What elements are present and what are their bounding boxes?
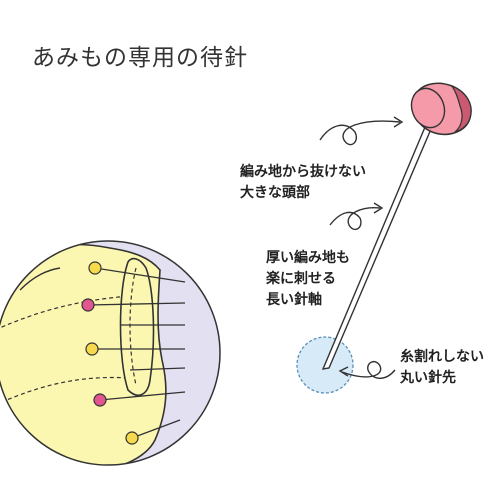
pin-shaft (321, 119, 435, 370)
callout-arrows (319, 116, 404, 379)
callout-head-line: 編み地から抜けない (240, 164, 366, 180)
pin-head (410, 82, 472, 136)
magnified-knitting-view (0, 240, 221, 466)
large-pin (296, 82, 472, 394)
callout-shaft-line: 厚い編み地も (266, 250, 350, 266)
page-title: あみもの専用の待針 (32, 45, 248, 71)
pin-head-pink (93, 393, 107, 407)
callout-shaft-line: 長い針軸 (266, 292, 322, 308)
pin-head-yellow (125, 431, 139, 445)
callout-shaft-line: 楽に刺せる (266, 271, 336, 287)
pin-head-yellow (85, 342, 99, 356)
fabric-cuff (119, 257, 155, 396)
pin-head-pink (81, 298, 95, 312)
callout-head: 編み地から抜けない 大きな頭部 (240, 162, 366, 204)
callout-head-line: 大きな頭部 (240, 185, 310, 201)
callout-shaft: 厚い編み地も 楽に刺せる 長い針軸 (266, 248, 350, 311)
pin-head-yellow (88, 261, 102, 275)
callout-tip-line: 糸割れしない (400, 349, 484, 365)
callout-tip-line: 丸い針先 (400, 370, 456, 386)
callout-tip: 糸割れしない 丸い針先 (400, 347, 484, 389)
